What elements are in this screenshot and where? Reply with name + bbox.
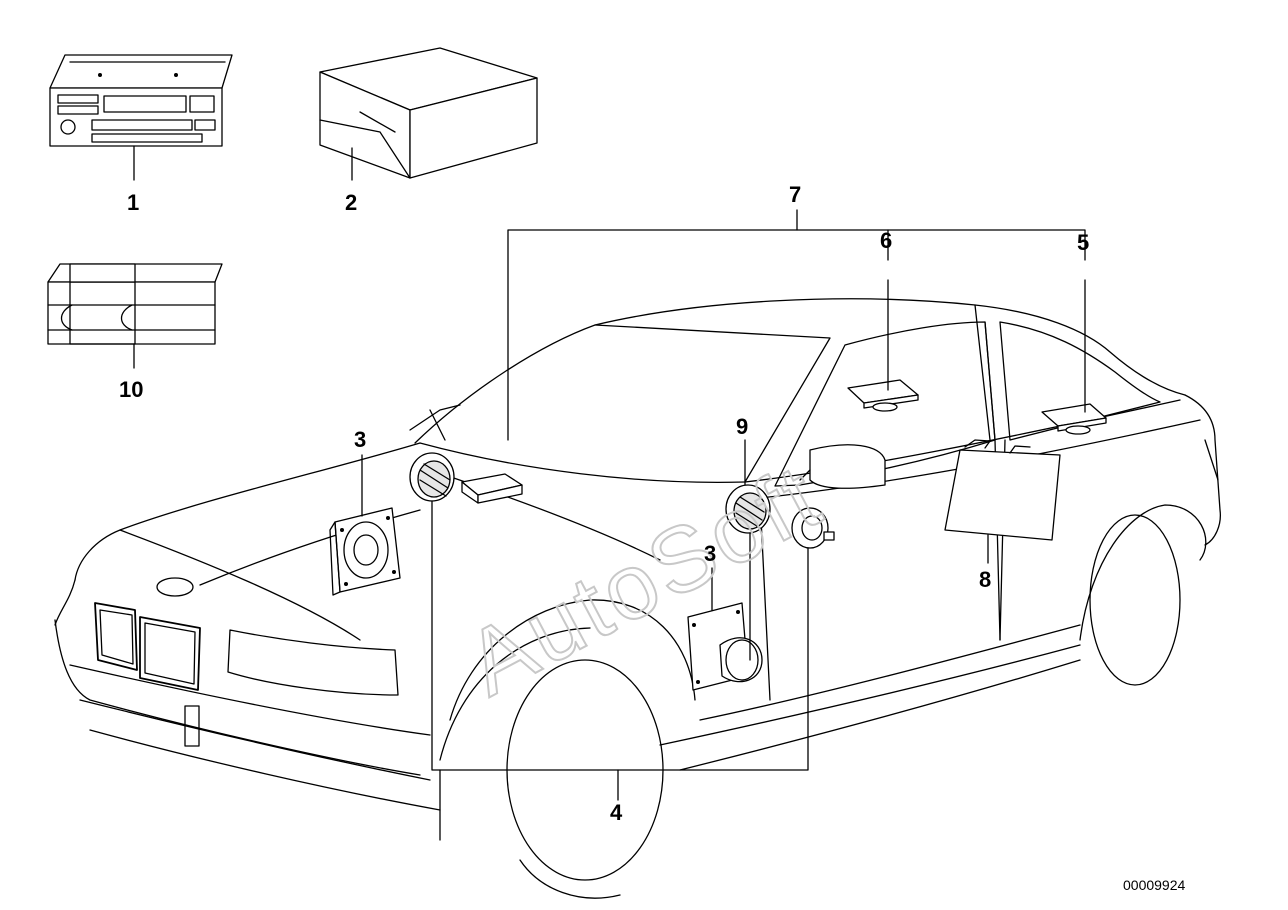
- leader-4: [431, 500, 809, 801]
- callout-1: 1: [127, 190, 139, 215]
- callout-4: 4: [610, 800, 623, 825]
- dash-cover: [461, 473, 523, 504]
- radio-unit: [49, 54, 233, 147]
- tweeter-right: [725, 484, 771, 534]
- speaker-3-left: [329, 507, 401, 596]
- rear-speaker-6: [847, 379, 919, 412]
- document-number: 00009924: [1123, 877, 1186, 893]
- amplifier-box: [319, 47, 538, 179]
- callout-3-right: 3: [704, 541, 716, 566]
- callout-5: 5: [1077, 230, 1089, 255]
- callout-10: 10: [119, 377, 143, 402]
- callout-3-left: 3: [354, 427, 366, 452]
- callout-7: 7: [789, 182, 801, 207]
- callout-2: 2: [345, 190, 357, 215]
- tweeter-left: [409, 452, 455, 502]
- callout-9: 9: [736, 414, 748, 439]
- cd-changer: [47, 263, 223, 345]
- midrange-speaker: [791, 507, 835, 549]
- rear-speaker-5: [1041, 403, 1107, 435]
- callout-8: 8: [979, 567, 991, 592]
- leader-7: [507, 209, 1086, 441]
- car-outline: [54, 298, 1221, 899]
- speaker-3-right: [687, 602, 763, 691]
- rear-panel-8: [944, 439, 1061, 541]
- callout-6: 6: [880, 228, 892, 253]
